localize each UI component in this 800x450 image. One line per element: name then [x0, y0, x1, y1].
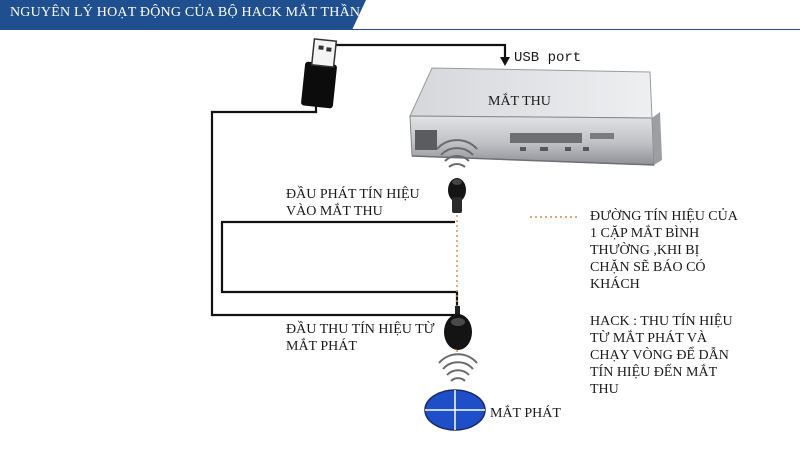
hack-note-line-4: TÍN HIỆU ĐẾN MẮT: [590, 365, 718, 380]
hack-note-line-5: THU: [590, 382, 619, 397]
normal-signal-note-line-3: THƯỜNG ,KHI BỊ: [590, 243, 700, 258]
hack-note-line-2: TỪ MẮT PHÁT VÀ: [590, 331, 708, 346]
receiver-device-label: MẮT THU: [488, 94, 551, 109]
emitter-label: MẮT PHÁT: [490, 406, 561, 421]
receiver-device: [409, 67, 662, 166]
receiver-head-icon: [444, 306, 472, 350]
normal-signal-note-line-4: CHẶN SẼ BÁO CÓ: [590, 260, 706, 275]
transmitter-head-line-1: ĐẦU PHÁT TÍN HIỆU: [286, 187, 420, 202]
normal-signal-note-line-2: 1 CẶP MẮT BÌNH: [590, 226, 700, 241]
transmitter-head-line-2: VÀO MẮT THU: [286, 204, 383, 219]
receiver-head-line-2: MẮT PHÁT: [286, 339, 357, 354]
hack-note-line-1: HACK : THU TÍN HIỆU: [590, 314, 733, 329]
transmitter-head-label: ĐẦU PHÁT TÍN HIỆU VÀO MẮT THU: [286, 186, 420, 220]
signal-waves-up: [436, 139, 478, 168]
normal-signal-note: ĐƯỜNG TÍN HIỆU CỦA 1 CẶP MẮT BÌNH THƯỜNG…: [590, 208, 738, 293]
title-banner: [0, 0, 800, 30]
page-title: NGUYÊN LÝ HOẠT ĐỘNG CỦA BỘ HACK MẮT THẦN: [10, 5, 361, 20]
usb-port-label: USB port: [514, 50, 582, 66]
hack-note: HACK : THU TÍN HIỆU TỪ MẮT PHÁT VÀ CHẠY …: [590, 313, 733, 398]
usb-cable: [331, 43, 507, 57]
receiver-head-line-1: ĐẦU THU TÍN HIỆU TỪ: [286, 322, 435, 337]
normal-signal-note-line-5: KHÁCH: [590, 277, 640, 292]
transmitter-head-icon: [448, 178, 466, 213]
hack-note-line-3: CHẠY VÒNG ĐỂ DẪN: [590, 348, 729, 363]
signal-waves-emitter: [438, 353, 478, 382]
usb-arrow: [500, 57, 510, 66]
usb-plug-icon: [301, 38, 338, 109]
normal-signal-note-line-1: ĐƯỜNG TÍN HIỆU CỦA: [590, 209, 738, 224]
emitter-icon: [424, 389, 486, 431]
receiver-head-label: ĐẦU THU TÍN HIỆU TỪ MẮT PHÁT: [286, 321, 435, 355]
